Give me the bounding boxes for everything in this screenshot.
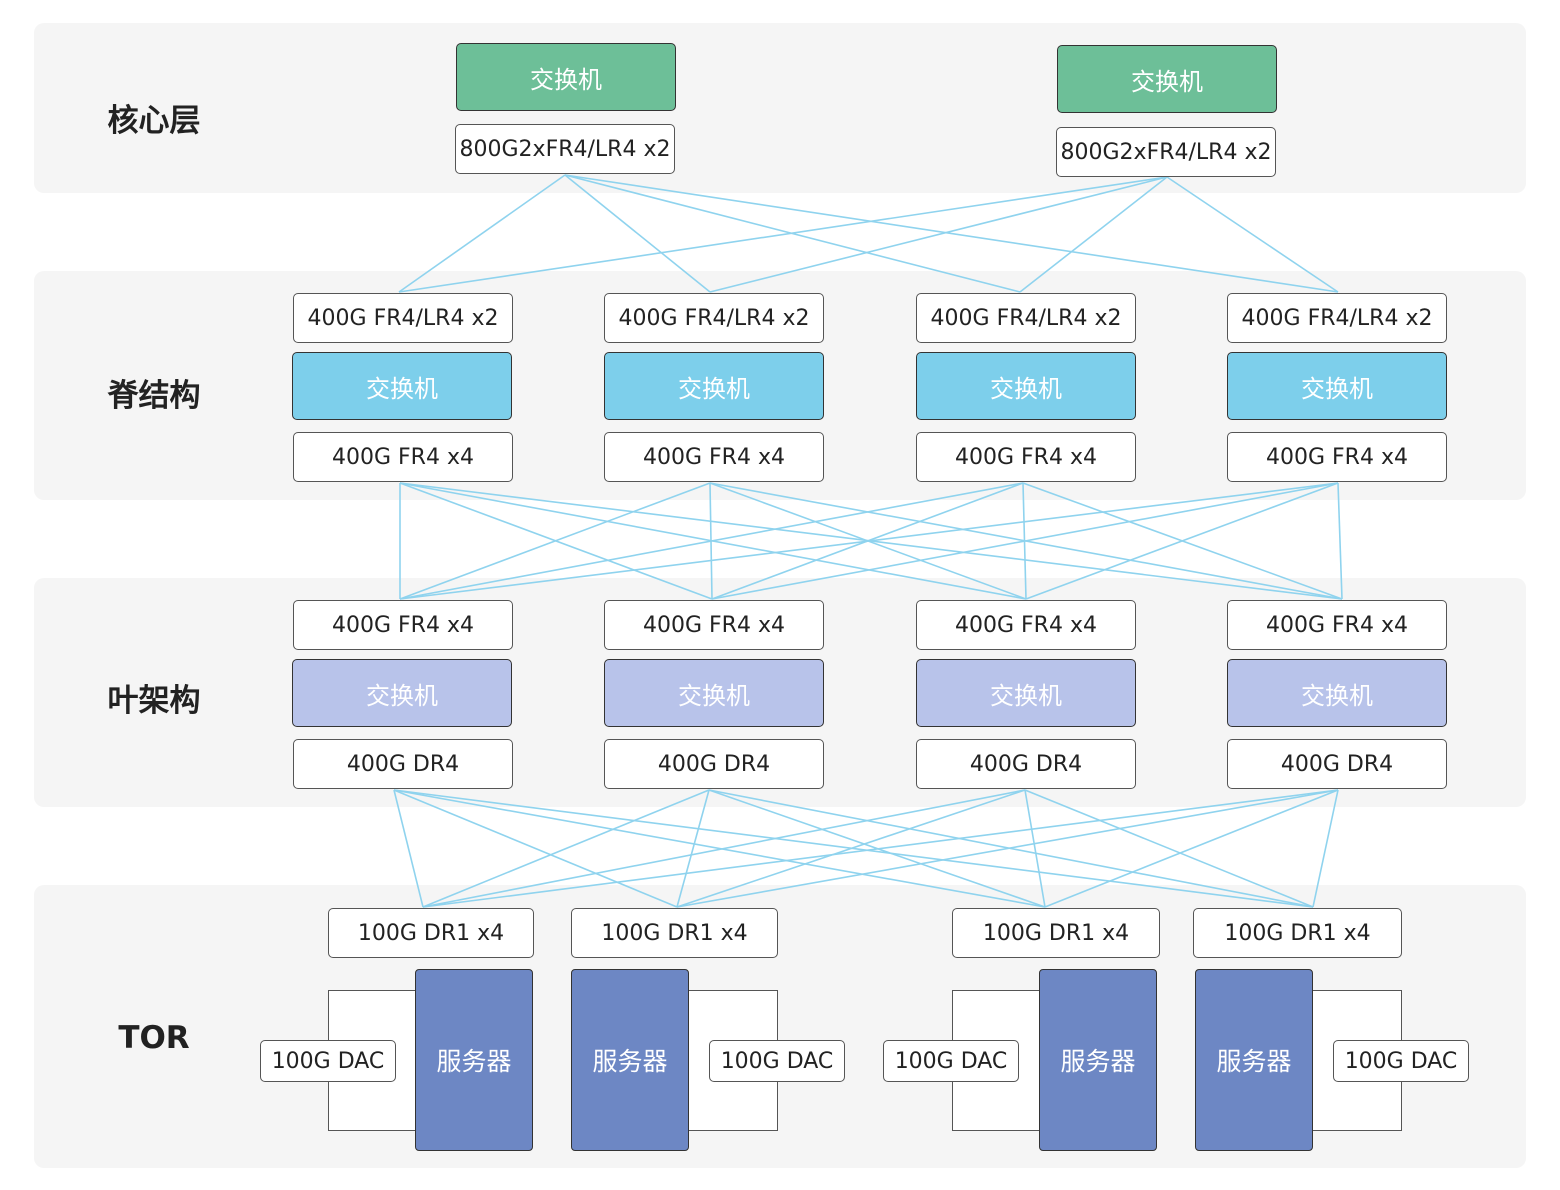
leaf-layer-label: 叶架构 — [107, 683, 201, 719]
link-line — [1025, 482, 1339, 600]
leaf-switch[interactable]: 交换机 — [292, 659, 512, 727]
server[interactable]: 服务器 — [415, 969, 533, 1151]
link-line — [399, 482, 1024, 600]
leaf-uplink-port: 400G FR4 x4 — [916, 600, 1136, 650]
link-line — [1337, 482, 1343, 600]
spine-switch[interactable]: 交换机 — [1227, 352, 1447, 420]
dac-port: 100G DAC — [260, 1040, 396, 1082]
tor-port: 100G DR1 x4 — [952, 908, 1160, 958]
link-line — [1166, 176, 1339, 293]
tor-port: 100G DR1 x4 — [328, 908, 534, 958]
core-switch[interactable]: 交换机 — [1057, 45, 1277, 113]
spine-uplink-port: 400G FR4/LR4 x2 — [604, 293, 824, 343]
core-layer-label: 核心层 — [107, 103, 201, 139]
core-switch[interactable]: 交换机 — [456, 43, 676, 111]
core-layer-band — [34, 23, 1526, 193]
dac-port: 100G DAC — [883, 1040, 1019, 1082]
core-port: 800G2xFR4/LR4 x2 — [1056, 127, 1276, 177]
link-line — [398, 174, 566, 293]
leaf-uplink-port: 400G FR4 x4 — [293, 600, 513, 650]
spine-switch[interactable]: 交换机 — [604, 352, 824, 420]
core-port: 800G2xFR4/LR4 x2 — [455, 124, 675, 174]
link-line — [422, 789, 710, 908]
leaf-uplink-port: 400G FR4 x4 — [604, 600, 824, 650]
tor-port: 100G DR1 x4 — [1193, 908, 1402, 958]
server[interactable]: 服务器 — [1195, 969, 1313, 1151]
server[interactable]: 服务器 — [571, 969, 689, 1151]
spine-switch[interactable]: 交换机 — [916, 352, 1136, 420]
link-line — [393, 789, 1046, 908]
dac-port: 100G DAC — [709, 1040, 845, 1082]
leaf-uplink-port: 400G FR4 x4 — [1227, 600, 1447, 650]
link-line — [676, 789, 710, 908]
spine-uplink-port: 400G FR4/LR4 x2 — [916, 293, 1136, 343]
leaf-switch[interactable]: 交换机 — [604, 659, 824, 727]
link-line — [393, 789, 424, 908]
tor-layer-label: TOR — [118, 1020, 190, 1056]
link-line — [564, 174, 1339, 293]
spine-switch[interactable]: 交换机 — [292, 352, 512, 420]
link-line — [709, 176, 1168, 293]
link-line — [1024, 789, 1046, 908]
link-line — [1024, 789, 1314, 908]
link-line — [1019, 176, 1168, 293]
spine-downlink-port: 400G FR4 x4 — [604, 432, 824, 482]
leaf-downlink-port: 400G DR4 — [293, 739, 513, 789]
spine-uplink-port: 400G FR4/LR4 x2 — [1227, 293, 1447, 343]
spine-downlink-port: 400G FR4 x4 — [916, 432, 1136, 482]
link-line — [676, 789, 1339, 908]
spine-uplink-port: 400G FR4/LR4 x2 — [293, 293, 513, 343]
dac-port: 100G DAC — [1333, 1040, 1469, 1082]
spine-downlink-port: 400G FR4 x4 — [1227, 432, 1447, 482]
link-line — [422, 789, 1339, 908]
leaf-switch[interactable]: 交换机 — [916, 659, 1136, 727]
link-line — [564, 174, 711, 293]
link-line — [399, 482, 1339, 600]
link-line — [1312, 789, 1339, 908]
link-line — [422, 789, 1026, 908]
spine-downlink-port: 400G FR4 x4 — [293, 432, 513, 482]
server[interactable]: 服务器 — [1039, 969, 1157, 1151]
link-line — [399, 482, 711, 600]
link-line — [676, 789, 1026, 908]
leaf-downlink-port: 400G DR4 — [916, 739, 1136, 789]
link-line — [1044, 789, 1339, 908]
link-line — [711, 482, 1339, 600]
leaf-downlink-port: 400G DR4 — [604, 739, 824, 789]
link-line — [398, 176, 1168, 293]
tor-port: 100G DR1 x4 — [571, 908, 778, 958]
leaf-downlink-port: 400G DR4 — [1227, 739, 1447, 789]
leaf-switch[interactable]: 交换机 — [1227, 659, 1447, 727]
spine-layer-label: 脊结构 — [107, 378, 201, 414]
link-line — [393, 789, 678, 908]
